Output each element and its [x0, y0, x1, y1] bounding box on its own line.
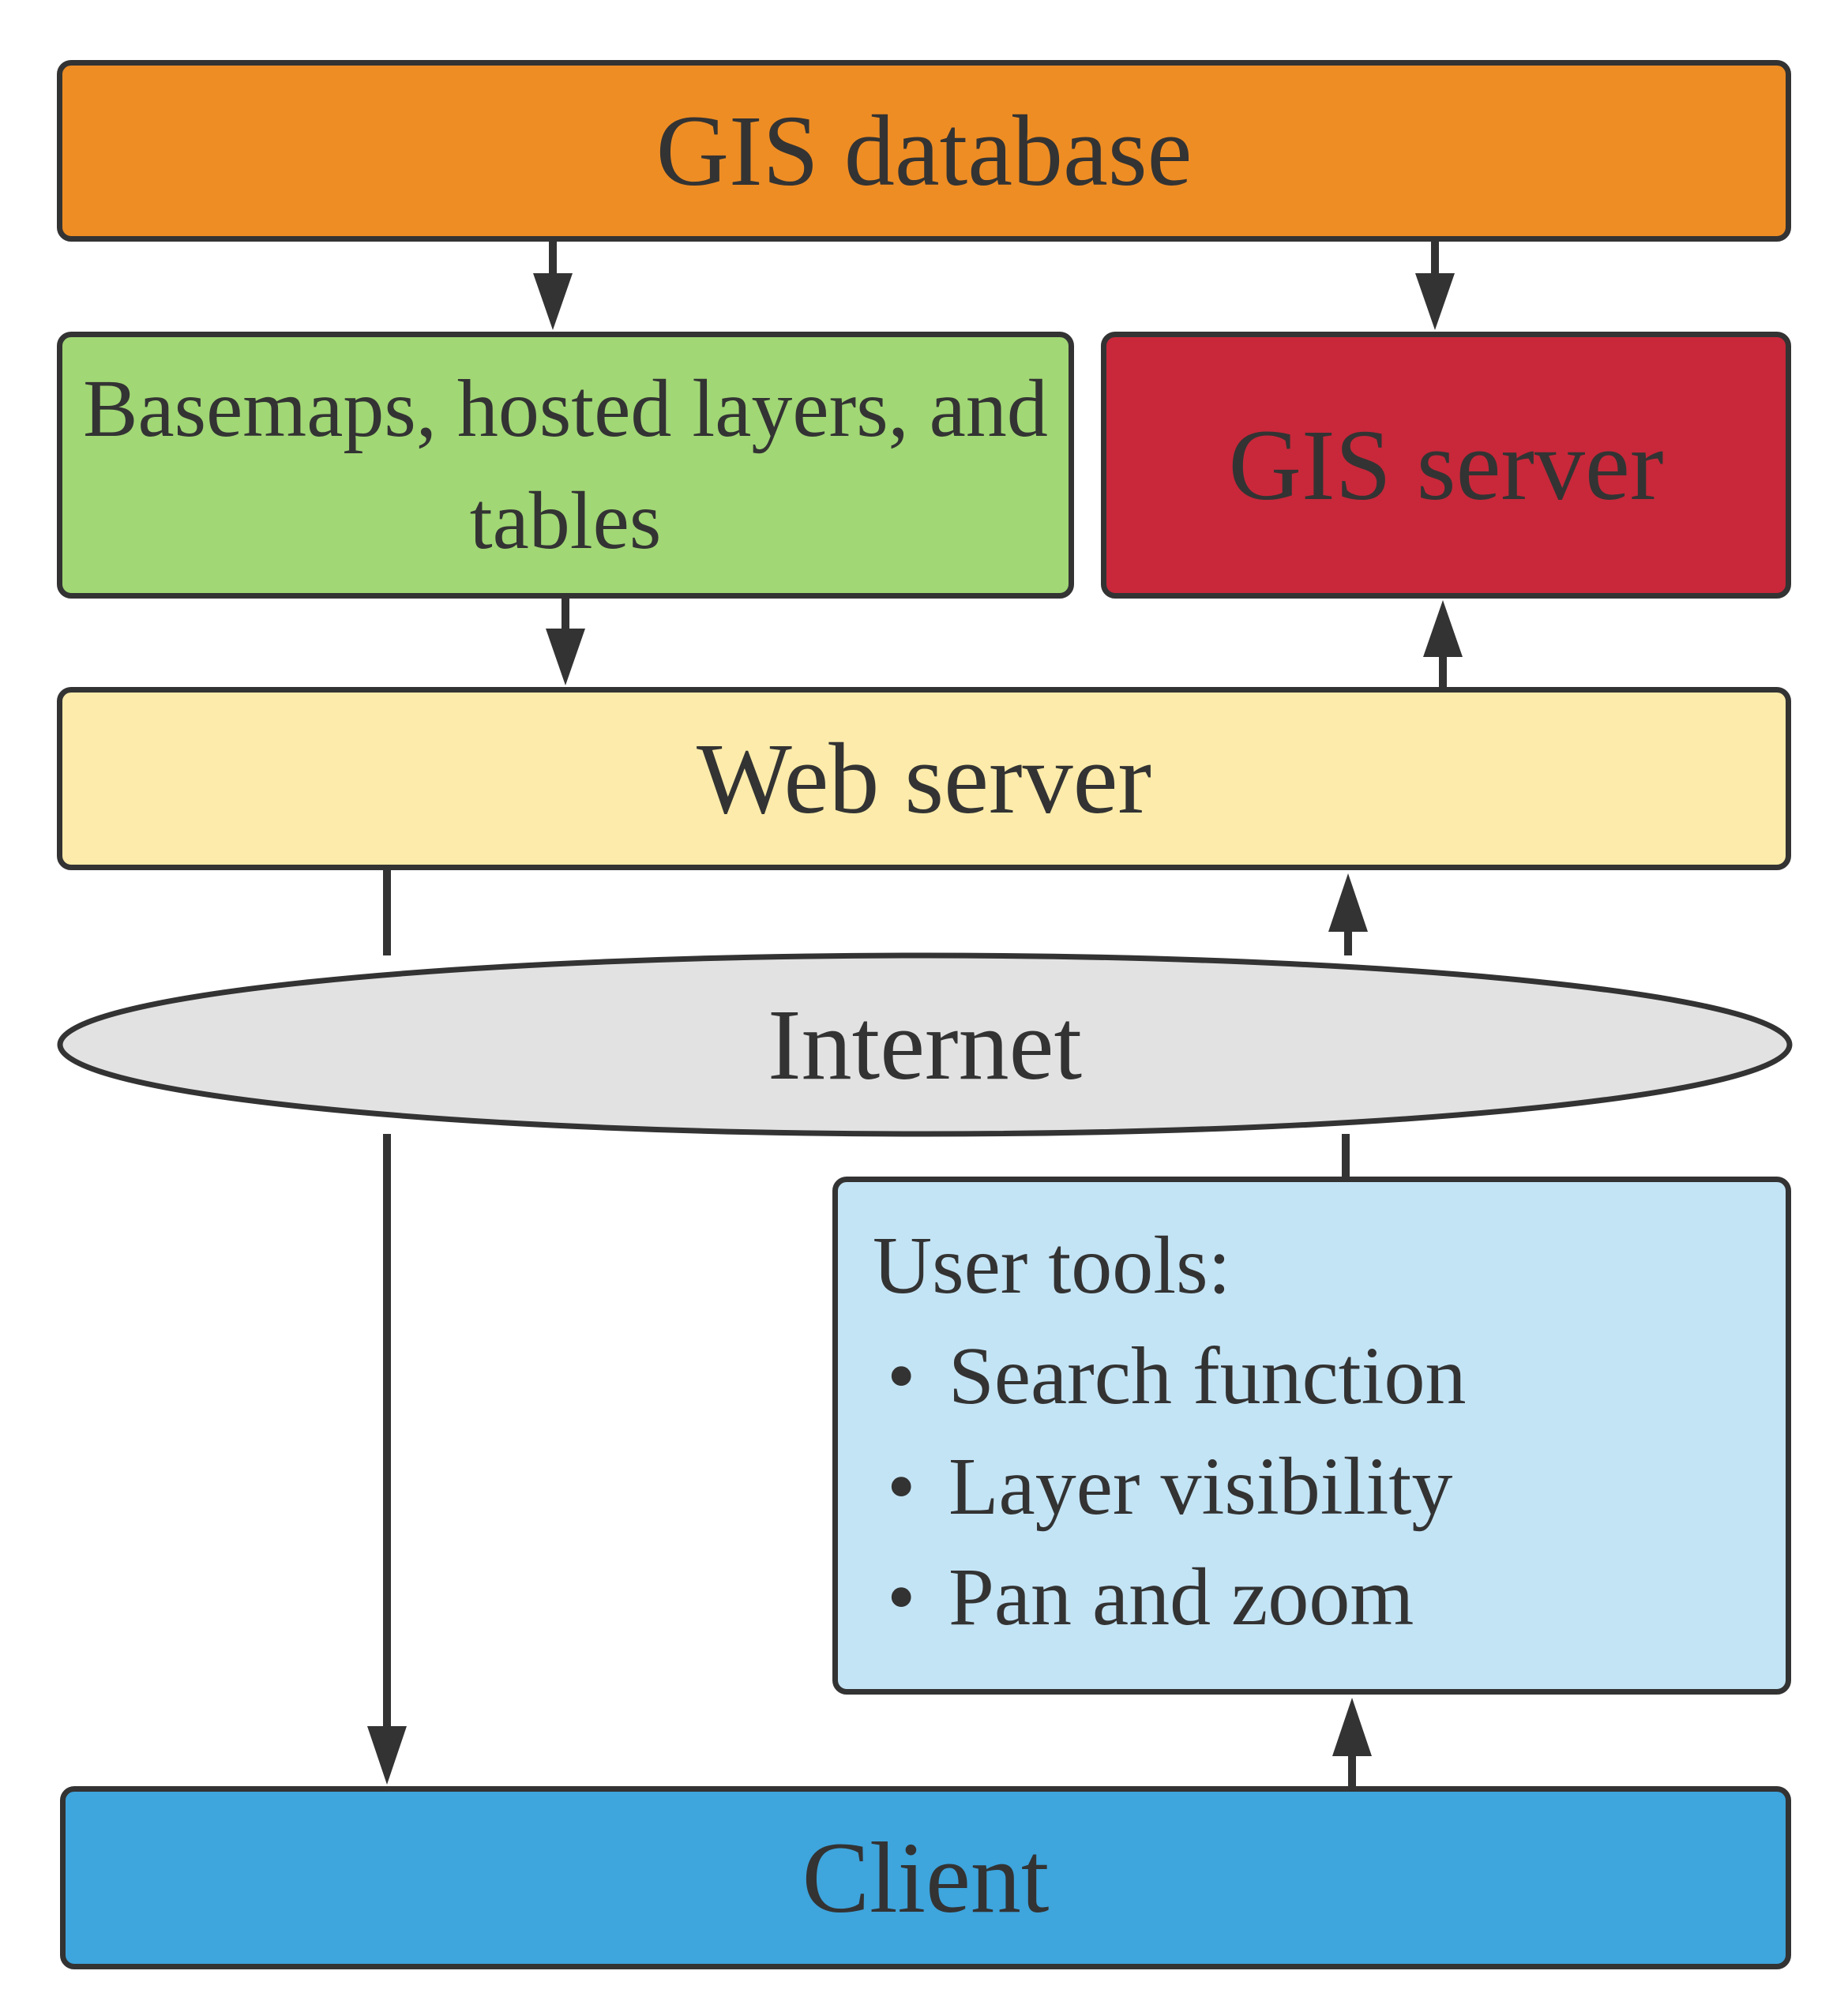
list-item: • Layer visibility: [887, 1432, 1467, 1542]
arrow-gis-database-to-basemaps: [533, 242, 573, 330]
tool-layer-visibility: Layer visibility: [948, 1441, 1453, 1532]
tool-search-function: Search function: [948, 1331, 1467, 1421]
internet-ellipse: [57, 952, 1793, 1137]
client-label: Client: [802, 1821, 1050, 1934]
arrow-gis-database-to-gis-server: [1415, 242, 1455, 330]
user-tools-title: User tools:: [873, 1220, 1231, 1311]
arrow-web-server-to-gis-server: [1423, 600, 1463, 687]
arrow-basemaps-to-web-server: [546, 599, 585, 685]
arrow-web-server-to-client: [367, 870, 407, 1785]
arrow-user-tools-to-web-server: [1328, 873, 1368, 1177]
basemaps-label: Basemaps, hosted layers, and tables: [83, 363, 1048, 566]
web-server-node: Web server: [57, 687, 1791, 870]
gis-server-label: GIS server: [1228, 408, 1664, 521]
gis-server-node: GIS server: [1101, 332, 1791, 599]
basemaps-node: Basemaps, hosted layers, and tables: [57, 332, 1074, 599]
bullet-icon: •: [887, 1552, 916, 1642]
gis-database-label: GIS database: [655, 94, 1193, 207]
client-node: Client: [60, 1786, 1791, 1969]
web-server-label: Web server: [696, 722, 1152, 835]
list-item: • Search function: [887, 1321, 1467, 1432]
arrow-client-to-user-tools: [1332, 1698, 1372, 1786]
gis-database-node: GIS database: [57, 60, 1791, 242]
internet-label: Internet: [768, 988, 1082, 1101]
user-tools-content: User tools: • Search function • Layer vi…: [873, 1211, 1467, 1653]
tool-pan-and-zoom: Pan and zoom: [948, 1552, 1414, 1642]
list-item: • Pan and zoom: [887, 1542, 1467, 1653]
user-tools-list: • Search function • Layer visibility • P…: [873, 1321, 1467, 1653]
bullet-icon: •: [887, 1331, 916, 1421]
bullet-icon: •: [887, 1441, 916, 1532]
user-tools-node: User tools: • Search function • Layer vi…: [832, 1177, 1791, 1695]
